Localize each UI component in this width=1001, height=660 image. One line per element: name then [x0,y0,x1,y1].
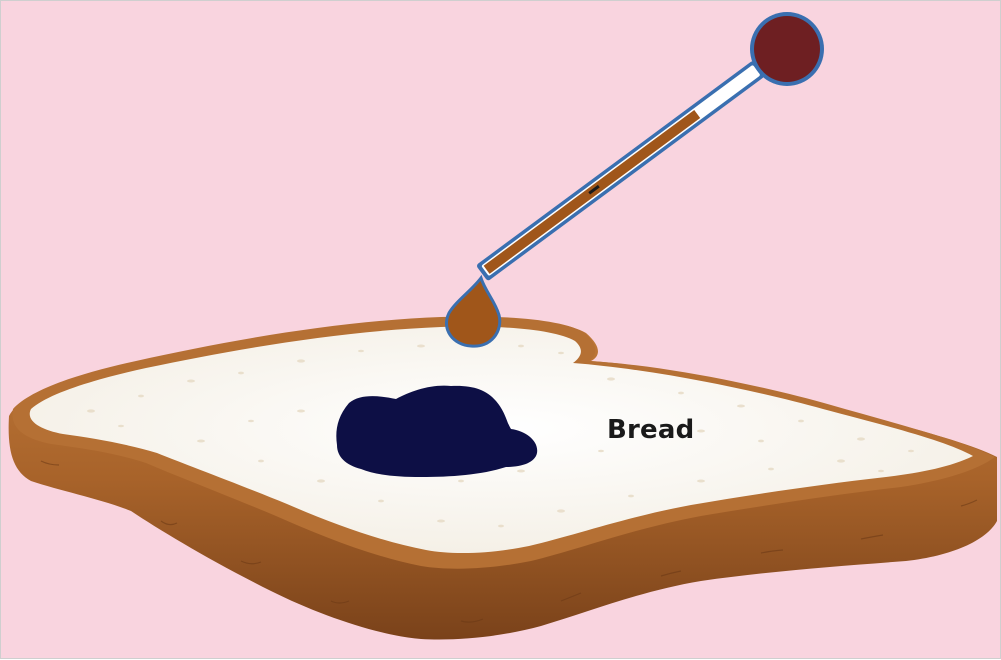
bread-slice [9,317,997,640]
dropper-icon [476,12,824,281]
drop-icon [446,278,499,346]
bread-label: Bread [607,415,694,445]
